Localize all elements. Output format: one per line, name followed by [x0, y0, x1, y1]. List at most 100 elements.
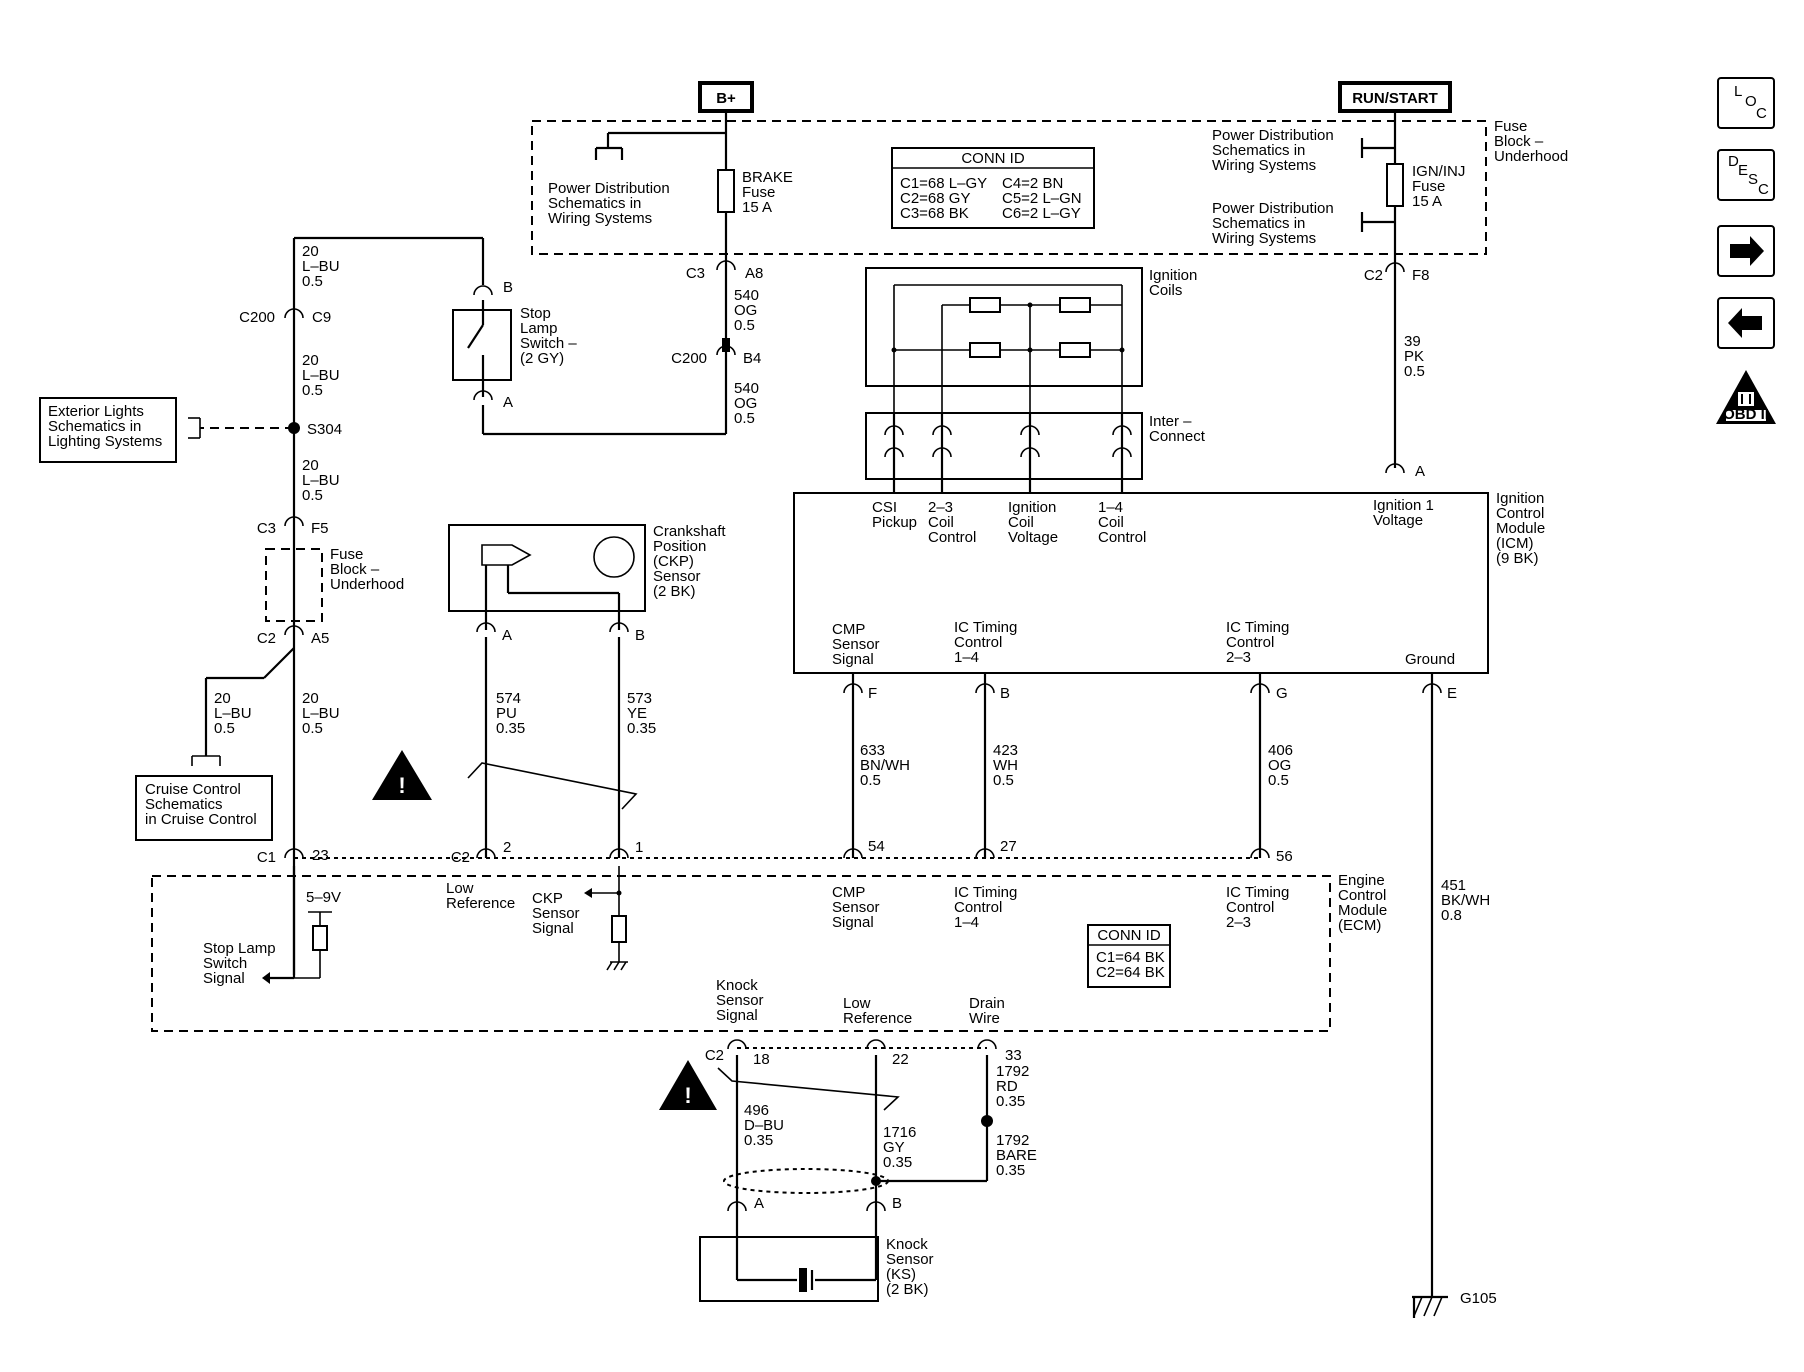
- switch-pin-b-label: B: [503, 279, 513, 296]
- pin-56-label: 56: [1276, 848, 1293, 865]
- ignition-control-module: [793, 492, 1489, 674]
- twisted-pair-indicator-ckp: [467, 762, 638, 810]
- connector-b4-label: B4: [743, 350, 761, 367]
- connector-f5-label: F5: [311, 520, 329, 537]
- svg-text:E: E: [1738, 162, 1748, 179]
- connector-c1-label: C1: [257, 849, 276, 866]
- pin-18-label: 18: [753, 1051, 770, 1068]
- obd-ii-label: OBD II: [1723, 406, 1769, 423]
- ignition-coils-box: [865, 267, 1143, 387]
- ground-g105: G105: [1412, 1290, 1497, 1318]
- loc-button[interactable]: L O C: [1717, 77, 1775, 129]
- svg-text:L: L: [1734, 83, 1742, 100]
- desc-button[interactable]: D E S C: [1717, 149, 1775, 201]
- caution-icon-knock: [659, 1060, 717, 1110]
- fuse-block-underhood-top: [531, 120, 1487, 255]
- connector-c2-b-label: C2: [257, 630, 276, 647]
- switch-pin-a-label: A: [503, 394, 513, 411]
- previous-button[interactable]: [1717, 297, 1775, 349]
- connector-c2-c-label: C2: [451, 849, 470, 866]
- connector-c2-top-label: C2: [1364, 267, 1383, 284]
- ckp-pin-b-label: B: [635, 627, 645, 644]
- knock-sensor-box: [699, 1236, 879, 1302]
- ground-g105-label: G105: [1460, 1290, 1497, 1307]
- shield-ellipse: [723, 1168, 889, 1194]
- icm-pin-b-label: B: [1000, 685, 1010, 702]
- ckp-pin-a-label: A: [502, 627, 512, 644]
- svg-text:D: D: [1728, 153, 1739, 170]
- ign-inj-fuse: [1386, 163, 1404, 207]
- cruise-control-box: [135, 775, 273, 841]
- next-button[interactable]: [1717, 225, 1775, 277]
- connector-c200-b-label: C200: [239, 309, 275, 326]
- icm-pin-a-label: A: [1415, 463, 1425, 480]
- conn-id-table-ecm: [1087, 924, 1171, 988]
- interconnect-box: [865, 412, 1143, 480]
- icm-pin-e-label: E: [1447, 685, 1457, 702]
- obd-ii-button[interactable]: OBD II: [1716, 370, 1776, 424]
- svg-text:S: S: [1748, 171, 1758, 188]
- conn-id-top-title: CONN ID: [961, 150, 1025, 167]
- svg-text:O: O: [1745, 93, 1757, 110]
- fuse-block-underhood-mid: [265, 548, 323, 622]
- caution-mark-knock: !: [684, 1083, 691, 1108]
- pin-1-label: 1: [635, 839, 643, 856]
- connector-c3-label: C3: [686, 265, 705, 282]
- knock-pin-b-label: B: [892, 1195, 902, 1212]
- run-start-label: RUN/START: [1352, 90, 1438, 107]
- svg-text:C: C: [1756, 105, 1767, 122]
- left-arrow-icon: [1728, 308, 1762, 338]
- pin-22-label: 22: [892, 1051, 909, 1068]
- connector-c2-d-label: C2: [705, 1047, 724, 1064]
- ckp-magnet-icon: [481, 544, 532, 566]
- interconnect-label: Inter –Connect: [1149, 413, 1206, 445]
- pin-2-label: 2: [503, 839, 511, 856]
- splice-drain: [981, 1115, 993, 1127]
- connector-a5-label: A5: [311, 630, 329, 647]
- splice-s304-label: S304: [307, 421, 342, 438]
- icm-ground-label: Ground: [1405, 651, 1455, 668]
- connector-c9-label: C9: [312, 309, 331, 326]
